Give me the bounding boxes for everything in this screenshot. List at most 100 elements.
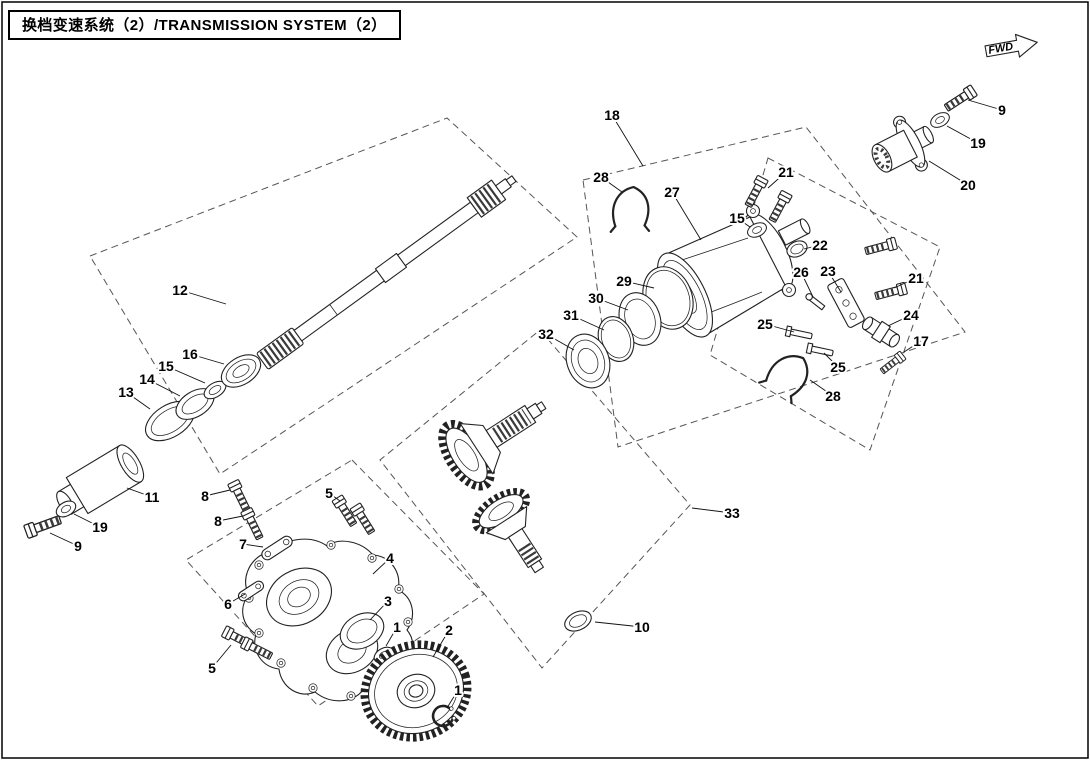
leader-line-27-23 [671, 191, 702, 241]
leader-line-24-35 [887, 314, 912, 327]
leader-line-5-12 [328, 492, 341, 502]
part-output-coupler-20 [871, 115, 934, 173]
callout-5-12: 5 [325, 485, 333, 501]
group-box-bevel [379, 329, 691, 669]
leader-line-28-22 [600, 176, 623, 193]
leader-line-25-34 [764, 323, 795, 333]
part-pin-25-upper [784, 325, 813, 340]
leader-line-9-7 [49, 532, 79, 547]
part-bolt-8-top [228, 479, 253, 513]
part-bolt-17 [879, 351, 906, 376]
leader-line-5-13 [211, 644, 232, 669]
leader-line-1-16 [385, 626, 398, 647]
callout-20-41: 20 [960, 177, 976, 193]
callout-12-0: 12 [172, 282, 188, 298]
part-bolt-21-top-2 [767, 190, 792, 223]
part-circlip-1-bottom [431, 704, 457, 728]
part-bolt-21-right-1 [864, 237, 898, 257]
callout-15-2: 15 [158, 358, 174, 374]
page-title-text: 换档变速系统（2）/TRANSMISSION SYSTEM（2） [22, 17, 387, 34]
leader-line-8-9 [217, 515, 244, 522]
part-pin-25-lower [805, 342, 834, 357]
leader-line-33-20 [691, 507, 733, 514]
callout-9-7: 9 [74, 538, 82, 554]
callout-7-10: 7 [239, 536, 247, 552]
leader-line-14-3 [146, 378, 181, 397]
callout-1-16: 1 [393, 619, 401, 635]
callout-5-13: 5 [208, 660, 216, 676]
callout-15-25: 15 [729, 210, 745, 226]
leader-line-12-0 [179, 289, 227, 305]
part-spring-fork-28-bottom [758, 345, 820, 409]
leader-line-23-28 [827, 270, 842, 293]
leader-line-21-24 [767, 171, 787, 189]
callout-8-9: 8 [214, 513, 222, 529]
callout-25-34: 25 [757, 316, 773, 332]
callout-10-19: 10 [634, 619, 650, 635]
callout-6-11: 6 [224, 596, 232, 612]
part-seal-ring-3 [339, 612, 385, 650]
leader-line-21-29 [893, 277, 917, 289]
part-bevel-pinion-upper-33 [438, 401, 547, 491]
page-title: 换档变速系统（2）/TRANSMISSION SYSTEM（2） [8, 10, 401, 40]
leader-line-9-39 [967, 99, 1003, 111]
callout-18-21: 18 [604, 107, 620, 123]
leader-line-30-31 [595, 297, 629, 311]
part-guide-plate-6 [237, 580, 265, 602]
part-shim-10 [564, 610, 592, 632]
leader-line-28-38 [809, 379, 834, 397]
callout-14-3: 14 [139, 371, 155, 387]
leader-line-22-26 [803, 244, 821, 250]
part-washer-15-left [203, 380, 227, 400]
part-bracket-23 [827, 278, 865, 328]
leader-line-29-30 [623, 280, 655, 289]
part-bearing-32 [565, 333, 611, 389]
group-box-bracket [709, 157, 941, 451]
leader-line-15-2 [165, 365, 206, 384]
callout-27-23: 27 [664, 184, 680, 200]
callout-16-1: 16 [182, 346, 198, 362]
callout-26-27: 26 [793, 264, 809, 280]
fwd-label: FWD [987, 41, 1014, 57]
leader-line-20-41 [928, 160, 969, 186]
callout-24-35: 24 [903, 307, 919, 323]
leader-line-25-37 [823, 352, 839, 368]
part-input-shaft-12 [256, 175, 517, 370]
part-bolt-9-right [943, 85, 978, 114]
leader-line-15-25 [736, 217, 751, 228]
leader-line-4-14 [372, 557, 391, 575]
leader-line-3-15 [369, 600, 389, 621]
leader-line-26-27 [800, 271, 814, 298]
leader-line-10-19 [594, 621, 643, 628]
leader-line-17-36 [903, 340, 922, 353]
leader-line-19-6 [73, 513, 101, 528]
leader-line-1-18 [446, 689, 459, 709]
leader-line-7-10 [242, 543, 264, 548]
leader-line-6-11 [227, 593, 246, 605]
fwd-arrow: FWD [984, 33, 1038, 58]
leader-line-13-4 [125, 391, 151, 410]
part-pin-26 [805, 293, 826, 311]
callout-9-39: 9 [998, 102, 1006, 118]
part-drive-gear-2 [360, 640, 472, 742]
part-shift-shaft-24 [861, 316, 901, 348]
leader-line-11-5 [126, 487, 153, 498]
leader-line-18-21 [611, 114, 644, 167]
group-box-cover [185, 459, 485, 707]
leader-line-31-32 [570, 314, 605, 331]
callout-2-17: 2 [445, 622, 453, 638]
callout-29-30: 29 [616, 273, 632, 289]
callout-1-18: 1 [454, 682, 462, 698]
callout-3-15: 3 [384, 593, 392, 609]
callout-32-33: 32 [538, 326, 554, 342]
callout-31-32: 31 [563, 307, 579, 323]
callout-21-29: 21 [908, 270, 924, 286]
leader-line-2-17 [432, 629, 450, 658]
part-oring-31 [597, 316, 635, 362]
part-bolt-21-top-1 [743, 175, 768, 208]
part-ring-22 [786, 240, 808, 258]
callout-19-40: 19 [970, 135, 986, 151]
